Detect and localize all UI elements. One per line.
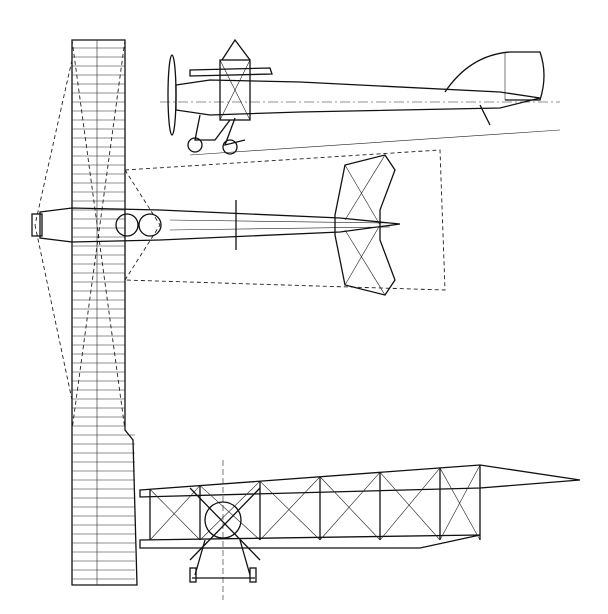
side-wheel [187, 137, 203, 153]
bracing-wire [319, 476, 381, 541]
propeller [167, 54, 177, 136]
plan-wing [71, 39, 138, 586]
front-lower-wing [139, 534, 481, 549]
side-view [160, 38, 561, 156]
bracing-wire [149, 485, 201, 541]
side-wheel [222, 139, 238, 155]
bracing-wire [439, 464, 481, 541]
bracing-wire [379, 472, 441, 541]
bracing-wire [199, 485, 261, 541]
bracing-wire [199, 480, 261, 541]
side-cabane [219, 59, 251, 121]
front-wheel [249, 567, 257, 583]
front-view [139, 460, 581, 600]
bracing-wire [259, 476, 321, 541]
plan-fuselage [31, 200, 401, 250]
plan-tailplane [334, 154, 396, 296]
bracing-wire [319, 472, 381, 541]
side-fuselage [175, 79, 541, 116]
bracing-wire [259, 480, 321, 541]
side-fin [444, 51, 545, 101]
bracing-wire [439, 467, 481, 541]
side-upper-wing [189, 67, 273, 77]
front-upper-wing [139, 464, 581, 498]
front-wheel [189, 567, 197, 583]
plan-lower-wing-outline [34, 59, 446, 401]
front-engine [204, 501, 242, 539]
bracing-wire [149, 489, 201, 541]
bracing-wire [379, 467, 441, 541]
plan-view [31, 39, 446, 586]
